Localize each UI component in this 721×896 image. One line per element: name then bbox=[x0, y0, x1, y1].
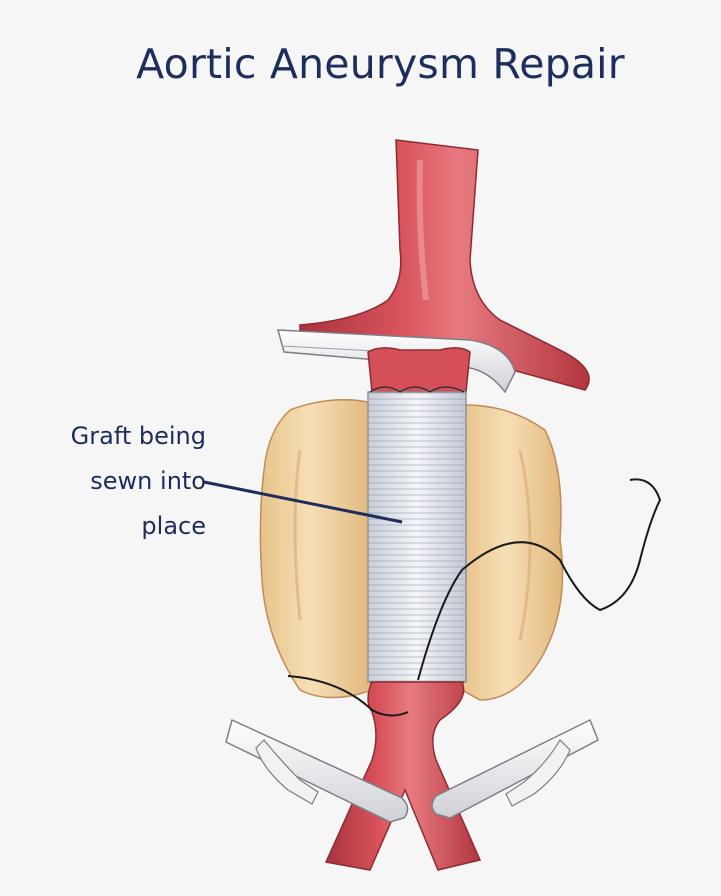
lower-left-clamp bbox=[225, 718, 409, 823]
lower-right-clamp bbox=[431, 718, 599, 819]
aneurysm-sac-right bbox=[461, 404, 564, 701]
aneurysm-sac-left bbox=[259, 399, 373, 699]
neck-cuff bbox=[367, 347, 471, 393]
callout-line-3: place bbox=[141, 512, 206, 540]
callout-line-1: Graft being bbox=[70, 422, 206, 450]
page-title: Aortic Aneurysm Repair bbox=[136, 40, 625, 88]
suture-thread bbox=[417, 478, 662, 681]
graft bbox=[367, 386, 467, 688]
callout-label: Graft being sewn into place bbox=[0, 414, 206, 549]
callout-line-2: sewn into bbox=[90, 467, 206, 495]
callout-leader-line bbox=[203, 480, 403, 524]
suture-thread-lower bbox=[287, 675, 409, 717]
